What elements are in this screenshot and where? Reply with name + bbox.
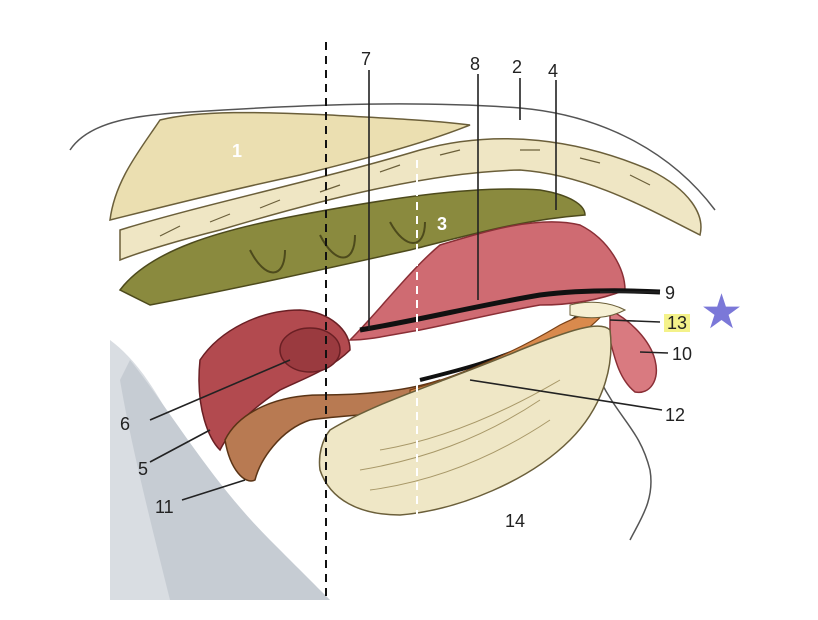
- leader-lines: [149, 70, 669, 501]
- region-6: [279, 327, 341, 373]
- tissue-contours: [359, 379, 561, 491]
- label-9: 9: [665, 283, 676, 303]
- shadow-region-inner: [120, 360, 330, 600]
- region-13: [569, 301, 627, 319]
- label-7: 7: [361, 49, 372, 69]
- region-1: [109, 111, 471, 221]
- label-13: 13: [664, 314, 691, 332]
- region-3: [118, 188, 586, 306]
- label-4: 4: [548, 61, 559, 81]
- airway-line: [359, 288, 661, 333]
- label-2: 2: [512, 57, 523, 77]
- bone-segments: [159, 149, 651, 237]
- label-6: 6: [120, 414, 131, 434]
- region-10: [609, 308, 657, 394]
- skin-outline-lower: [599, 379, 652, 541]
- label-8: 8: [470, 54, 481, 74]
- label-11: 11: [155, 497, 174, 517]
- star-icon: ★: [700, 284, 744, 340]
- conchae-folds: [249, 221, 426, 274]
- label-14: 14: [505, 511, 526, 531]
- label-12: 12: [665, 405, 686, 425]
- region-14: [318, 325, 612, 516]
- label-5: 5: [138, 459, 149, 479]
- skin-outline: [69, 103, 716, 211]
- label-3: 3: [437, 214, 448, 234]
- label-1: 1: [232, 141, 243, 161]
- label-10: 10: [672, 344, 693, 364]
- region-8-soft-palate: [348, 221, 626, 341]
